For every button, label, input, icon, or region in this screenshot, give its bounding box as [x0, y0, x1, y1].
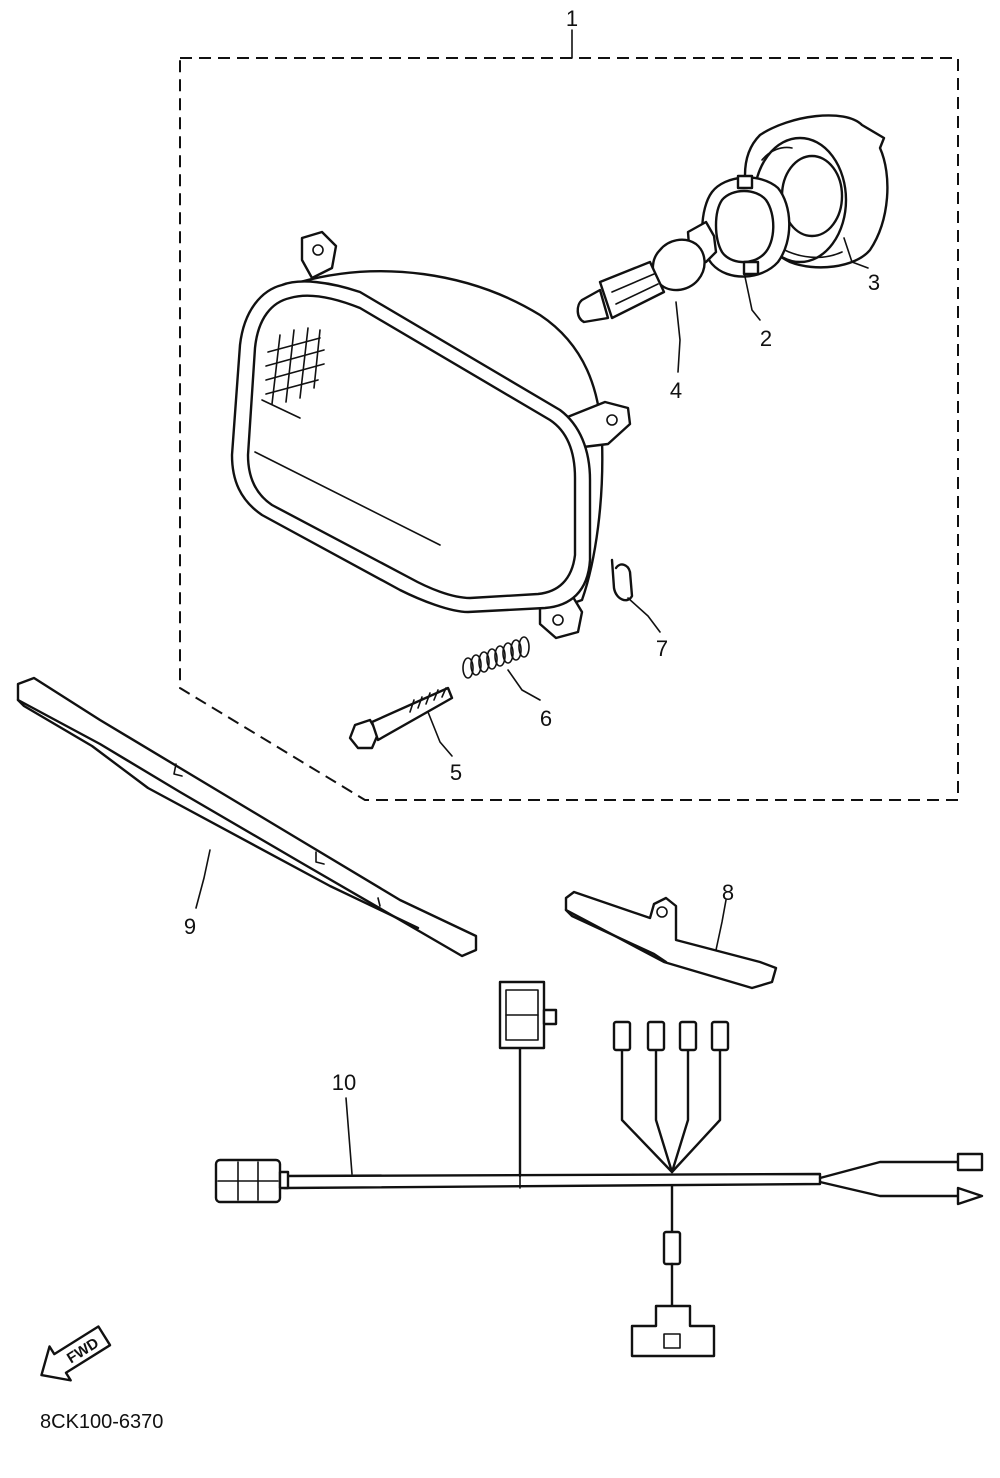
- bulb-holder-part-2: [701, 174, 791, 278]
- callout-9: 9: [184, 914, 196, 939]
- callout-7: 7: [656, 636, 668, 661]
- callout-2: 2: [760, 326, 772, 351]
- bulb-part-4: [576, 220, 718, 324]
- callout-3: 3: [868, 270, 880, 295]
- callout-6: 6: [540, 706, 552, 731]
- callout-numbers: 1 2 3 4 5 6 7 8 9 10: [184, 6, 880, 1095]
- bolt-part-5: [348, 686, 454, 750]
- bracket-part-8: [564, 890, 778, 990]
- callout-1: 1: [566, 6, 578, 31]
- callout-5: 5: [450, 760, 462, 785]
- diagram-code: 8CK100-6370: [40, 1411, 163, 1433]
- assembly-boundary: [179, 29, 959, 801]
- lens-reflection-hatch: [265, 327, 325, 405]
- forward-direction-arrow-icon: FWD: [40, 1325, 112, 1382]
- spring-part-6: [462, 636, 530, 679]
- bracket-part-9: [16, 676, 478, 958]
- headlight-unit: [230, 230, 632, 640]
- callout-4: 4: [670, 378, 682, 403]
- callout-10: 10: [332, 1070, 356, 1095]
- leader-lines: [195, 237, 869, 1175]
- callout-8: 8: [722, 880, 734, 905]
- wire-harness-part-10: [214, 980, 984, 1358]
- clip-part-7: [610, 558, 634, 602]
